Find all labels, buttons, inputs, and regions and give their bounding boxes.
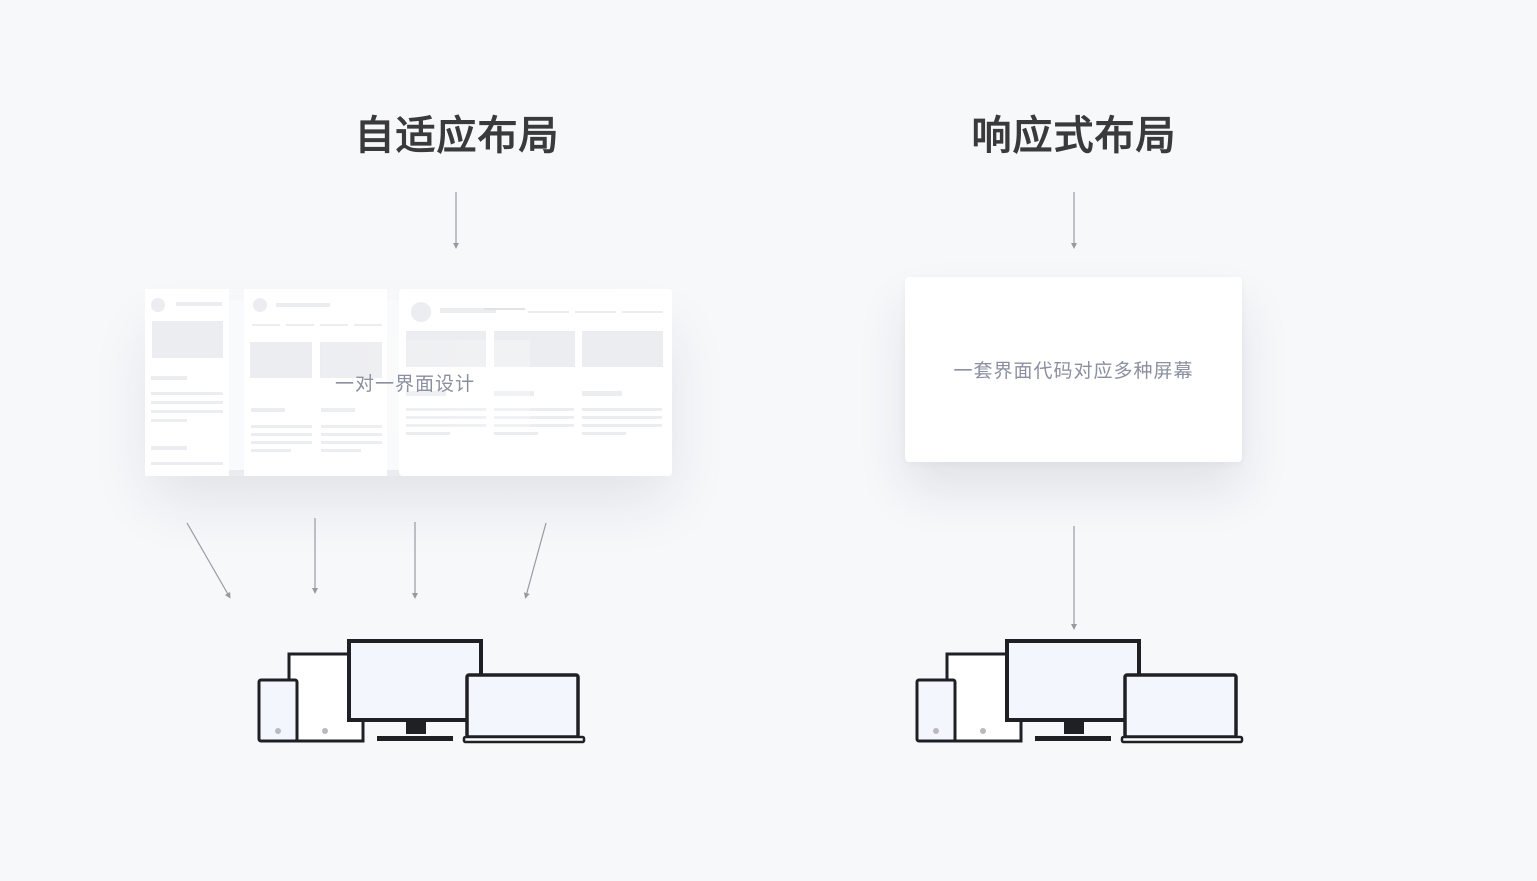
down-arrow-icon [523,522,547,599]
adaptive-caption: 一对一界面设计 [334,373,475,395]
adaptive-layout-title: 自适应布局 [354,113,560,159]
devices-icon [257,639,586,744]
wireframe-page-icon [145,289,229,476]
down-arrow-icon [186,522,231,599]
responsive-layout-title: 响应式布局 [971,113,1177,159]
responsive-code-card [905,277,1242,462]
devices-icon [915,639,1244,744]
responsive-caption: 一套界面代码对应多种屏幕 [953,360,1194,382]
